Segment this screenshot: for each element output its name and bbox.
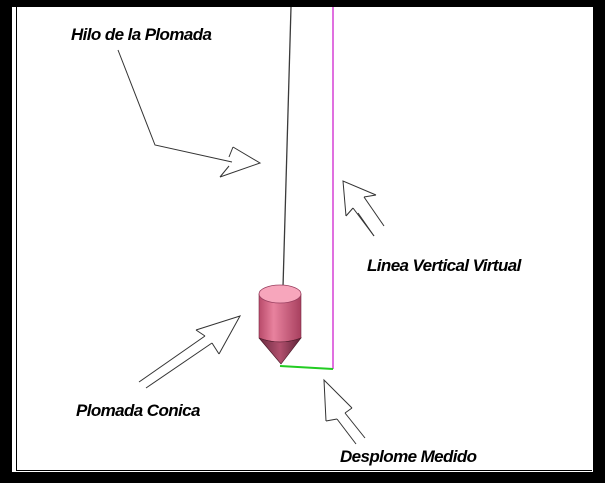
frame-left-bar <box>3 3 12 480</box>
virtual-vertical-label: Linea Vertical Virtual <box>367 256 523 275</box>
plumb-tip <box>258 337 302 365</box>
frame-bottom-bar <box>3 472 602 480</box>
plumb-line-arrow <box>117 49 262 178</box>
plumb-thread <box>282 6 292 288</box>
conical-plumb-label: Plomada Conica <box>76 401 200 420</box>
plumb-top <box>258 284 302 304</box>
canvas-area <box>13 7 593 472</box>
measured-deviation-arrow <box>323 378 366 445</box>
conical-plumb-arrow <box>138 315 242 389</box>
plumb-line-label: Hilo de la Plomada <box>71 25 211 44</box>
measured-deviation-line <box>279 365 334 370</box>
virtual-line-arrow <box>342 180 385 237</box>
frame-top-bar <box>3 3 602 7</box>
conical-plumb-bob <box>258 284 302 365</box>
frame-right-bar <box>593 3 602 480</box>
measured-deviation-label: Desplome Medido <box>340 447 477 466</box>
